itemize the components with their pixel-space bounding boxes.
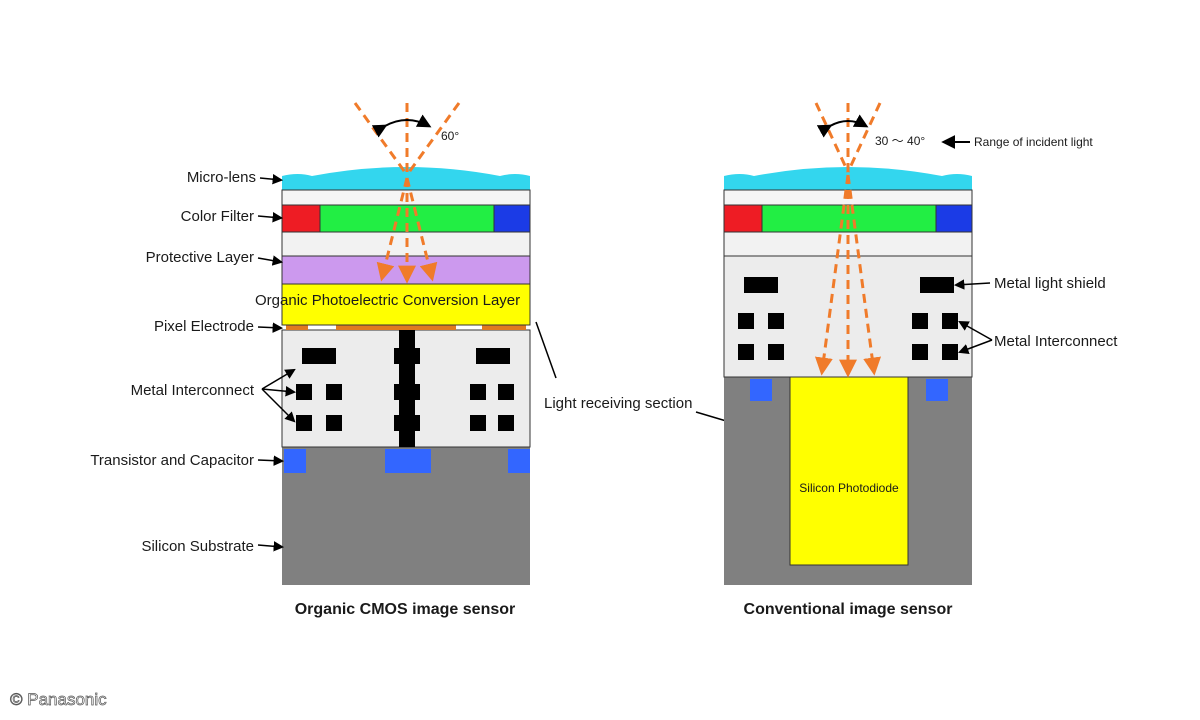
silicon-substrate-label: Silicon Substrate xyxy=(141,538,254,555)
pixel-electrode xyxy=(336,325,456,330)
metal-interconnect-label: Metal Interconnect xyxy=(994,333,1118,350)
range-label: Range of incident light xyxy=(974,135,1093,149)
metal-block xyxy=(326,384,342,400)
organic-layer-label: Organic Photoelectric Conversion Layer xyxy=(255,292,520,309)
angle-label: 60° xyxy=(441,129,459,143)
watermark: © Panasonic xyxy=(10,690,107,709)
metal-block xyxy=(498,384,514,400)
metal-block xyxy=(476,348,510,364)
metal-block xyxy=(768,344,784,360)
organic-sensor: 60° Micro-lens Color Filter Protective L… xyxy=(90,102,557,618)
metal-light-shield-label: Metal light shield xyxy=(994,275,1106,292)
silicon-photodiode xyxy=(789,376,909,566)
metal-block xyxy=(738,344,754,360)
metal-block xyxy=(942,344,958,360)
via-pad xyxy=(394,415,420,431)
metal-block xyxy=(498,415,514,431)
light-receiving-label: Light receiving section xyxy=(544,395,692,412)
metal-block xyxy=(302,348,336,364)
metal-block xyxy=(326,415,342,431)
organic-sensor-caption: Organic CMOS image sensor xyxy=(295,601,516,618)
metal-block xyxy=(912,313,928,329)
color-filter-blue xyxy=(935,204,973,233)
metal-light-shield xyxy=(920,277,954,293)
via-pad xyxy=(394,348,420,364)
angle-label: 30 ～ 40° xyxy=(875,134,925,148)
incident-light-rays xyxy=(353,102,461,284)
conventional-sensor: Silicon Photodiode xyxy=(723,102,1118,618)
transistor-block xyxy=(750,379,772,401)
angle-arc-icon xyxy=(816,114,869,138)
via-pad xyxy=(394,384,420,400)
transistor-block xyxy=(926,379,948,401)
metal-block xyxy=(470,384,486,400)
color-filter-label: Color Filter xyxy=(181,208,254,225)
pixel-electrode xyxy=(286,325,308,330)
metal-block xyxy=(942,313,958,329)
metal-interconnect-label: Metal Interconnect xyxy=(131,382,255,399)
metal-block xyxy=(296,415,312,431)
label-leaders xyxy=(257,173,557,552)
metal-light-shield xyxy=(744,277,778,293)
silicon-photodiode-label: Silicon Photodiode xyxy=(799,481,899,495)
color-filter-red xyxy=(281,204,321,233)
metal-block xyxy=(912,344,928,360)
metal-block xyxy=(296,384,312,400)
metal-block xyxy=(470,415,486,431)
organic-conversion-layer xyxy=(281,283,531,326)
metal-block xyxy=(738,313,754,329)
pixel-electrode xyxy=(482,325,526,330)
color-filter-red xyxy=(723,204,763,233)
transistor-capacitor-label: Transistor and Capacitor xyxy=(90,452,254,469)
label-leaders xyxy=(953,279,993,354)
protective-layer-label: Protective Layer xyxy=(146,249,254,266)
metal-block xyxy=(768,313,784,329)
transistor-block xyxy=(385,449,431,473)
angle-arc-icon xyxy=(371,114,432,138)
transistor-block xyxy=(284,449,306,473)
color-filter-blue xyxy=(493,204,531,233)
transistor-block xyxy=(508,449,530,473)
micro-lens-label: Micro-lens xyxy=(187,169,256,186)
conventional-sensor-caption: Conventional image sensor xyxy=(744,601,953,618)
pixel-electrode-label: Pixel Electrode xyxy=(154,318,254,335)
